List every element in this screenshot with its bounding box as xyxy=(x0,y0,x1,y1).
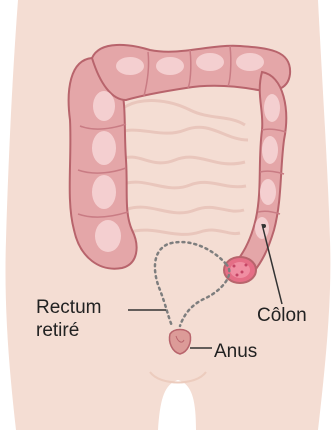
anus-label: Anus xyxy=(214,340,257,363)
rectum-label-line2: retiré xyxy=(36,319,101,342)
rectum-label: Rectum retiré xyxy=(36,296,101,342)
rectum-label-line1: Rectum xyxy=(36,296,101,319)
colon-label: Côlon xyxy=(257,304,307,327)
